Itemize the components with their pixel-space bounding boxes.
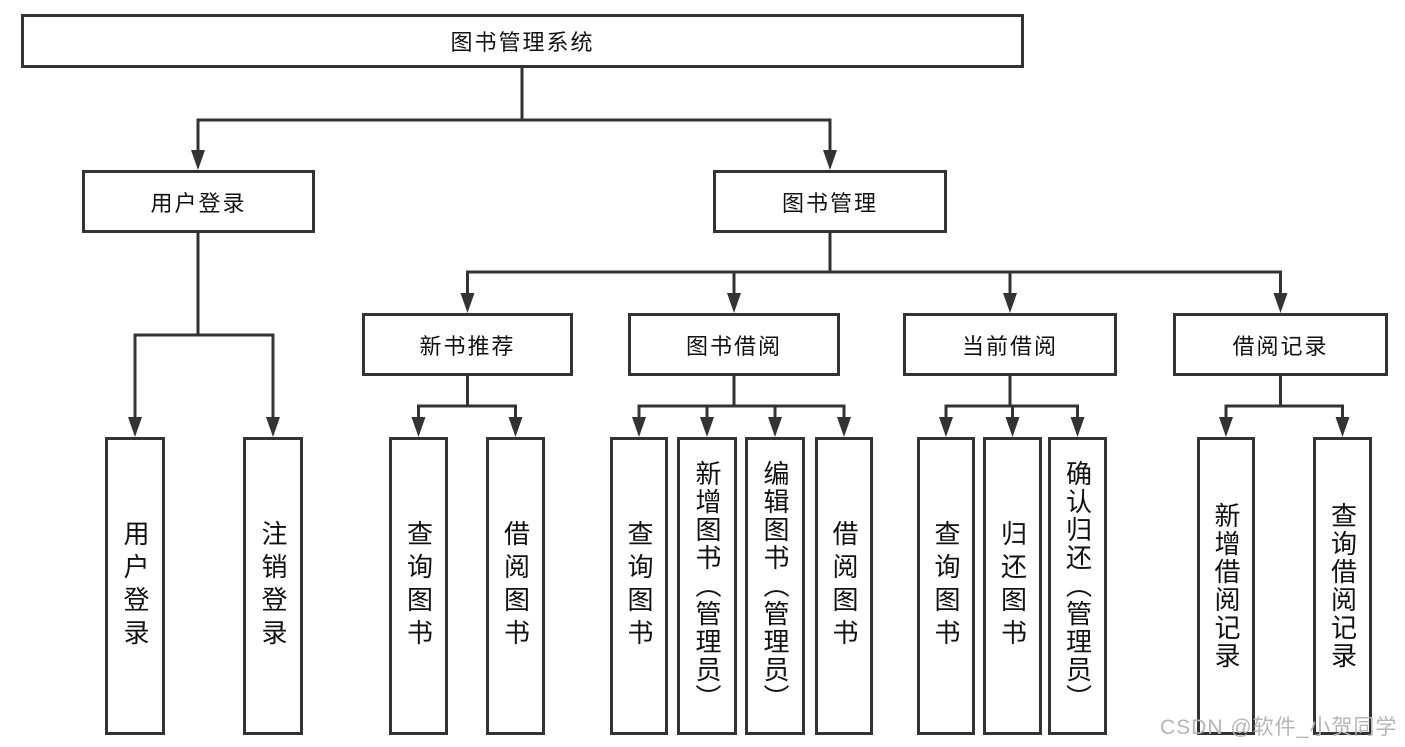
leaf-borrow-books-1: 借阅图书 <box>486 437 545 735</box>
leaf-add-book-admin: 新增图书（管理员） <box>677 437 737 735</box>
leaf-borrow-books-2: 借阅图书 <box>815 437 873 735</box>
node-current-borrowing: 当前借阅 <box>903 313 1117 376</box>
leaf-return-books: 归还图书 <box>983 437 1042 735</box>
leaf-logout: 注销登录 <box>243 437 303 735</box>
node-root-system: 图书管理系统 <box>21 14 1024 68</box>
leaf-user-login: 用户登录 <box>105 437 165 735</box>
node-book-management-branch: 图书管理 <box>713 170 947 233</box>
node-book-borrowing: 图书借阅 <box>628 313 840 376</box>
leaf-confirm-return-admin: 确认归还（管理员） <box>1048 437 1107 735</box>
leaf-query-books-1: 查询图书 <box>389 437 448 735</box>
csdn-watermark: CSDN @软件_小贺同学 <box>1160 716 1398 739</box>
node-user-login-branch: 用户登录 <box>82 170 315 233</box>
node-borrowing-records: 借阅记录 <box>1173 313 1388 376</box>
leaf-query-books-3: 查询图书 <box>917 437 975 735</box>
leaf-add-borrow-record: 新增借阅记录 <box>1197 437 1255 735</box>
leaf-query-borrow-record: 查询借阅记录 <box>1313 437 1372 735</box>
node-new-book-recommend: 新书推荐 <box>362 313 573 376</box>
leaf-query-books-2: 查询图书 <box>610 437 668 735</box>
leaf-edit-book-admin: 编辑图书（管理员） <box>745 437 805 735</box>
